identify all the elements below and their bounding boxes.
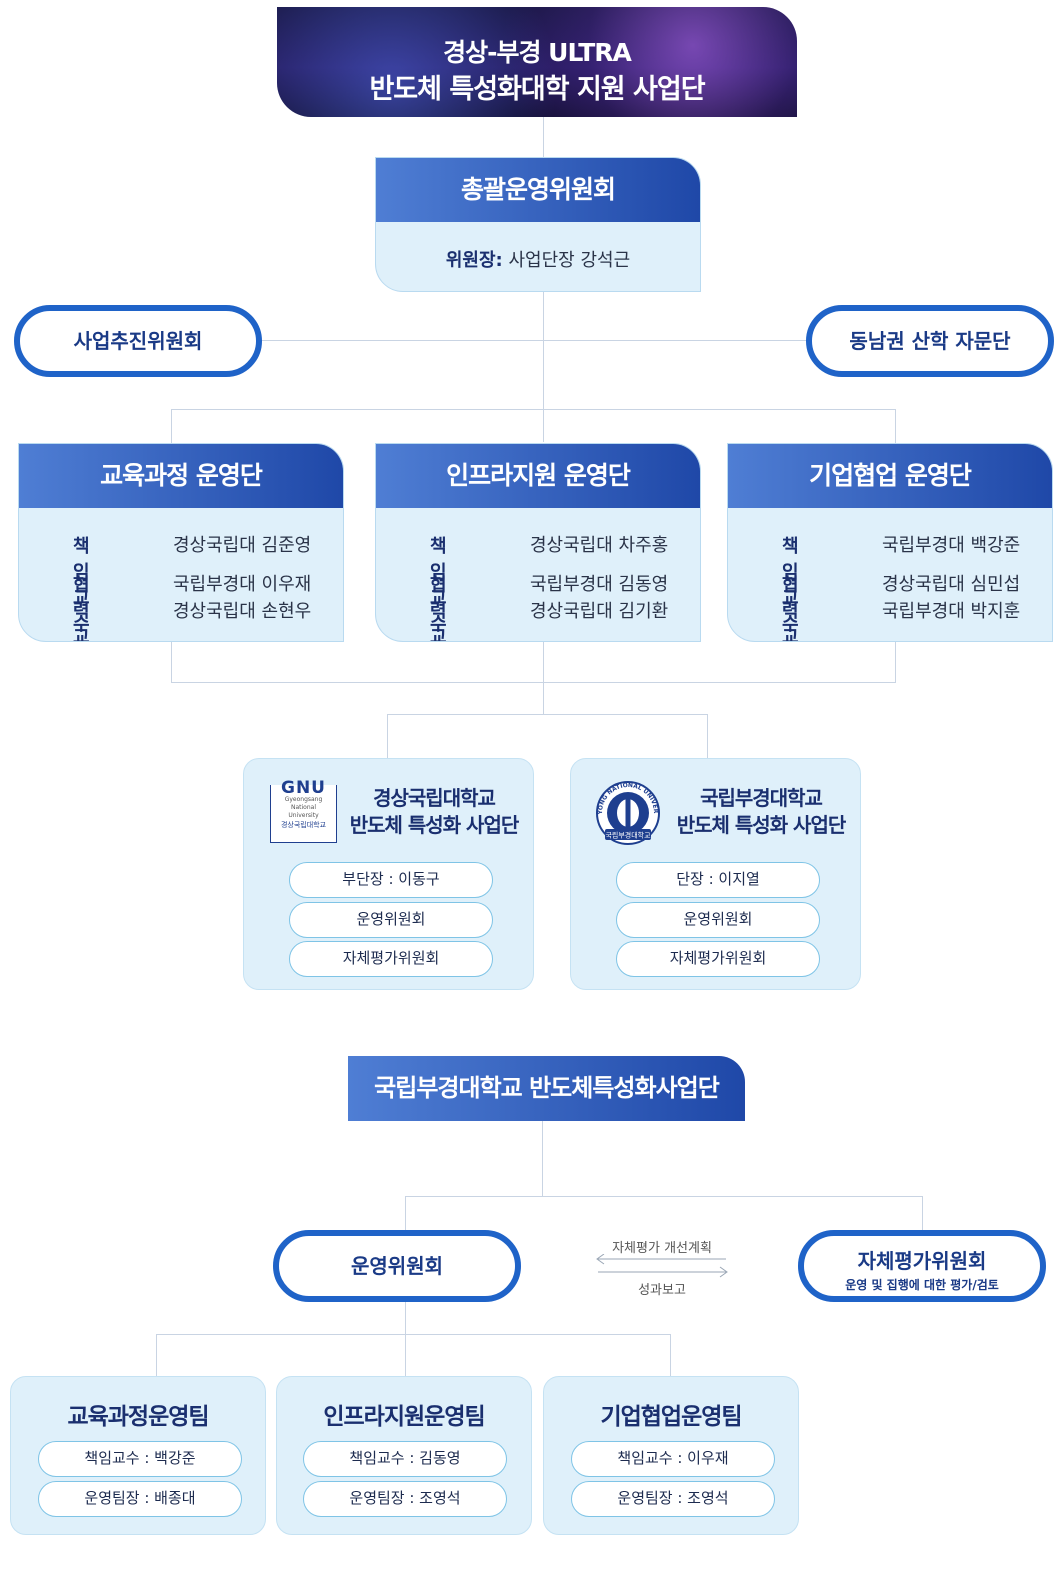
coop-value-2: 경상국립대 손현우 <box>173 601 312 622</box>
coop-value-1: 국립부경대 김동영 <box>530 574 669 595</box>
university-box-gnu: GNU Gyeongsang National University 경상국립대… <box>243 758 534 990</box>
arrow-label-top: 자체평가 개선계획 <box>612 1241 712 1256</box>
lead-value: 경상국립대 김준영 <box>173 535 312 556</box>
chair-value: 사업단장 강석근 <box>508 250 631 271</box>
group-box-industry: 기업협업 운영단 책임교수 국립부경대 백강준 협력교수 경상국립대 심민섭 국… <box>727 443 1053 642</box>
lead-value: 국립부경대 백강준 <box>882 535 1021 556</box>
pknu-emblem-icon: PUKYONG NATIONAL UNIVERSITY 국립부경대학교 <box>591 779 660 845</box>
coop-label: 협력교수 <box>73 575 90 642</box>
coop-value-2: 경상국립대 김기환 <box>530 601 669 622</box>
team-title: 교육과정운영팀 <box>67 1404 209 1430</box>
self-evaluation-sub: 운영 및 집행에 대한 평가/검토 <box>845 1278 999 1292</box>
pknu-emblem-kr: 국립부경대학교 <box>605 831 651 840</box>
coop-value-1: 국립부경대 이우재 <box>173 574 312 595</box>
lead-label: 책임교수 <box>430 536 447 635</box>
coop-label: 협력교수 <box>430 575 447 642</box>
university-box-pknu: PUKYONG NATIONAL UNIVERSITY 국립부경대학교 국립부경… <box>570 758 861 990</box>
team-title: 인프라지원운영팀 <box>323 1404 485 1430</box>
gnu-logo-en1: Gyeongsang <box>284 796 323 803</box>
team-item: 책임교수 : 이우재 <box>571 1441 775 1477</box>
university-item: 자체평가위원회 <box>289 941 493 977</box>
promotion-committee-label: 사업추진위원회 <box>73 329 203 353</box>
pknu-committee-pill: 운영위원회 <box>273 1230 521 1302</box>
team-box-infra: 인프라지원운영팀 책임교수 : 김동영 운영팀장 : 조영석 <box>276 1376 532 1535</box>
university-name-1: 국립부경대학교 <box>700 786 823 810</box>
advisory-group-pill: 동남권 산학 자문단 <box>806 305 1054 377</box>
team-item: 운영팀장 : 조영석 <box>303 1481 507 1517</box>
pknu-committee-label: 운영위원회 <box>351 1254 443 1278</box>
university-name: 경상국립대학교 반도체 특성화 사업단 <box>339 785 529 839</box>
university-item: 단장 : 이지열 <box>616 862 820 898</box>
team-item: 책임교수 : 백강준 <box>38 1441 242 1477</box>
chair-label: 위원장: <box>445 250 503 271</box>
university-name-1: 경상국립대학교 <box>373 786 496 810</box>
banner-line2: 반도체 특성화대학 지원 사업단 <box>369 74 705 105</box>
team-item: 책임교수 : 김동영 <box>303 1441 507 1477</box>
university-item: 자체평가위원회 <box>616 941 820 977</box>
arrow-label-bottom: 성과보고 <box>638 1283 686 1298</box>
coop-label: 협력교수 <box>782 575 799 642</box>
group-title: 인프라지원 운영단 <box>376 444 700 508</box>
lead-value: 경상국립대 차주홍 <box>530 535 669 556</box>
coop-value-2: 국립부경대 박지훈 <box>882 601 1021 622</box>
group-title: 교육과정 운영단 <box>19 444 343 508</box>
gnu-logo-kr: 경상국립대학교 <box>280 821 327 829</box>
lead-label: 책임교수 <box>782 536 799 635</box>
team-item: 운영팀장 : 배종대 <box>38 1481 242 1517</box>
team-title: 기업협업운영팀 <box>600 1404 742 1430</box>
gnu-logo: GNU Gyeongsang National University 경상국립대… <box>270 780 337 843</box>
steering-committee-box: 총괄운영위원회 위원장: 사업단장 강석근 <box>375 157 701 292</box>
university-name-2: 반도체 특성화 사업단 <box>349 813 520 837</box>
coop-value-1: 경상국립대 심민섭 <box>882 574 1021 595</box>
bidirectional-arrows-icon <box>596 1254 728 1278</box>
group-title: 기업협업 운영단 <box>728 444 1052 508</box>
group-box-education: 교육과정 운영단 책임교수 경상국립대 김준영 협력교수 국립부경대 이우재 경… <box>18 443 344 642</box>
top-banner: 경상-부경 ULTRA 반도체 특성화대학 지원 사업단 <box>277 7 797 117</box>
banner-line1: 경상-부경 ULTRA <box>443 38 632 67</box>
pknu-section-title: 국립부경대학교 반도체특성화사업단 <box>348 1056 745 1121</box>
university-name-2: 반도체 특성화 사업단 <box>676 813 847 837</box>
university-item: 부단장 : 이동구 <box>289 862 493 898</box>
self-evaluation-pill: 자체평가위원회 운영 및 집행에 대한 평가/검토 <box>798 1230 1046 1302</box>
team-box-education: 교육과정운영팀 책임교수 : 백강준 운영팀장 : 배종대 <box>10 1376 266 1535</box>
advisory-group-label: 동남권 산학 자문단 <box>849 329 1011 353</box>
university-name: 국립부경대학교 반도체 특성화 사업단 <box>666 785 856 839</box>
gnu-logo-mark: GNU <box>281 778 326 798</box>
group-box-infra: 인프라지원 운영단 책임교수 경상국립대 차주홍 협력교수 국립부경대 김동영 … <box>375 443 701 642</box>
promotion-committee-pill: 사업추진위원회 <box>14 305 262 377</box>
lead-label: 책임교수 <box>73 536 90 635</box>
team-item: 운영팀장 : 조영석 <box>571 1481 775 1517</box>
self-evaluation-title: 자체평가위원회 <box>857 1249 987 1273</box>
gnu-logo-en2: National <box>290 804 316 811</box>
gnu-logo-en3: University <box>288 812 319 819</box>
university-item: 운영위원회 <box>616 902 820 938</box>
university-item: 운영위원회 <box>289 902 493 938</box>
team-box-industry: 기업협업운영팀 책임교수 : 이우재 운영팀장 : 조영석 <box>543 1376 799 1535</box>
steering-committee-title: 총괄운영위원회 <box>376 158 700 222</box>
